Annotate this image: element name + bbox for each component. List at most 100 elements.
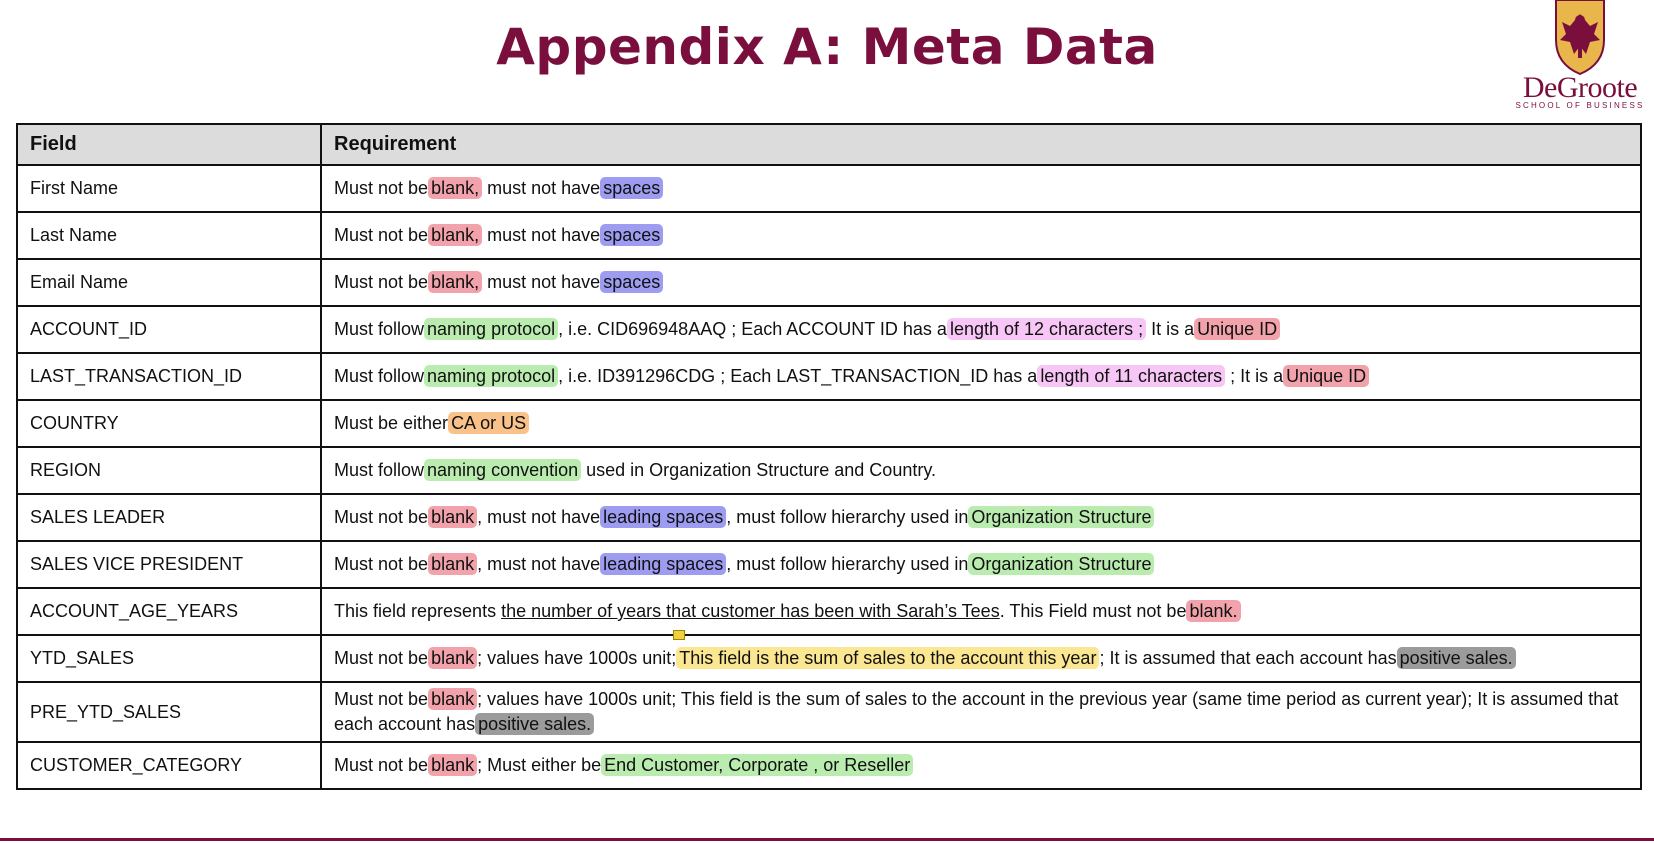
- highlight-blank: blank,: [428, 271, 483, 293]
- field-cell: SALES LEADER: [16, 493, 322, 542]
- highlight-blank: blank: [428, 647, 478, 669]
- highlight-unique-id: Unique ID: [1283, 365, 1370, 387]
- highlight-blank: blank: [428, 506, 478, 528]
- requirement-text: , i.e. ID391296CDG ; Each LAST_TRANSACTI…: [558, 366, 1038, 386]
- highlight-naming-protocol: naming protocol: [424, 318, 559, 340]
- field-cell: YTD_SALES: [16, 634, 322, 683]
- field-cell: CUSTOMER_CATEGORY: [16, 741, 322, 790]
- table-row: ACCOUNT_AGE_YEARS This field represents …: [16, 587, 1642, 636]
- field-cell: ACCOUNT_ID: [16, 305, 322, 354]
- page-title: Appendix A: Meta Data: [496, 18, 1158, 76]
- requirement-text: , must not have: [477, 507, 601, 527]
- requirement-text: Must not be: [334, 507, 429, 527]
- requirement-text: Must not be: [334, 648, 429, 668]
- highlight-blank: blank,: [428, 177, 483, 199]
- requirement-text: ; Must either be: [477, 755, 602, 775]
- highlight-org-structure: Organization Structure: [968, 506, 1155, 528]
- logo-name: DeGroote: [1522, 71, 1638, 104]
- requirement-text: Must be either: [334, 413, 449, 433]
- requirement-text: , must follow hierarchy used in: [726, 554, 969, 574]
- requirement-text: must not have: [482, 225, 601, 245]
- header-row: Field Requirement: [16, 123, 1642, 166]
- highlight-length: length of 12 characters ;: [946, 318, 1147, 340]
- degroote-logo: DeGroote SCHOOL OF BUSINESS: [1512, 0, 1648, 112]
- field-cell: LAST_TRANSACTION_ID: [16, 352, 322, 401]
- highlight-positive-sales: positive sales.: [1396, 647, 1516, 669]
- highlight-blank: blank.: [1186, 600, 1241, 622]
- requirement-text: used in Organization Structure and Count…: [581, 460, 936, 480]
- highlight-org-structure: Organization Structure: [968, 553, 1155, 575]
- logo-subtitle: SCHOOL OF BUSINESS: [1515, 101, 1645, 110]
- header-field: Field: [16, 123, 322, 166]
- requirement-text: must not have: [482, 272, 601, 292]
- requirement-text: ; It is a: [1225, 366, 1284, 386]
- highlight-blank: blank,: [428, 224, 483, 246]
- highlight-spaces: spaces: [600, 271, 664, 293]
- highlight-spaces: spaces: [600, 224, 664, 246]
- requirement-text: , i.e. CID696948AAQ ; Each ACCOUNT ID ha…: [558, 319, 947, 339]
- requirement-text: Must not be: [334, 178, 429, 198]
- highlight-country-values: CA or US: [448, 412, 530, 434]
- requirement-text: must not have: [482, 178, 601, 198]
- highlight-blank: blank: [428, 553, 478, 575]
- requirement-text: This field represents: [334, 601, 502, 621]
- highlight-unique-id: Unique ID: [1194, 318, 1281, 340]
- requirement-text: Must not be: [334, 689, 429, 709]
- requirement-text: Must follow: [334, 366, 425, 386]
- highlight-spaces: spaces: [600, 177, 664, 199]
- field-cell: Email Name: [16, 258, 322, 307]
- highlight-positive-sales: positive sales.: [475, 713, 595, 735]
- highlight-naming-convention: naming convention: [424, 459, 582, 481]
- field-cell: SALES VICE PRESIDENT: [16, 540, 322, 589]
- field-cell: First Name: [16, 164, 322, 213]
- requirement-text: ; values have 1000s unit;: [477, 648, 677, 668]
- field-cell: Last Name: [16, 211, 322, 260]
- highlight-customer-categories: End Customer, Corporate , or Reseller: [601, 754, 914, 776]
- highlight-leading-spaces: leading spaces: [600, 506, 727, 528]
- header-requirement: Requirement: [320, 123, 1642, 166]
- requirement-text: . This Field must not be: [999, 601, 1187, 621]
- highlight-leading-spaces: leading spaces: [600, 553, 727, 575]
- requirement-text: Must not be: [334, 755, 429, 775]
- requirement-text: It is a: [1146, 319, 1195, 339]
- requirement-text: ; values have 1000s unit; This field is …: [334, 689, 1619, 734]
- highlight-length: length of 11 characters: [1037, 365, 1226, 387]
- field-cell: COUNTRY: [16, 399, 322, 448]
- bottom-divider: [0, 838, 1654, 841]
- requirement-text: Must not be: [334, 272, 429, 292]
- crest-icon: [1555, 0, 1605, 76]
- highlight-sum-of-sales: This field is the sum of sales to the ac…: [676, 647, 1100, 669]
- requirement-text: ; It is assumed that each account has: [1099, 648, 1397, 668]
- requirement-text: , must not have: [477, 554, 601, 574]
- comment-icon[interactable]: [673, 630, 686, 640]
- field-cell: ACCOUNT_AGE_YEARS: [16, 587, 322, 636]
- highlight-blank: blank: [428, 754, 478, 776]
- field-cell: REGION: [16, 446, 322, 495]
- requirement-text: , must follow hierarchy used in: [726, 507, 969, 527]
- field-cell: PRE_YTD_SALES: [16, 681, 322, 743]
- requirement-cell: This field represents the number of year…: [320, 587, 1642, 636]
- metadata-table: Field Requirement First Name Must not be…: [16, 123, 1642, 790]
- requirement-text: Must follow: [334, 460, 425, 480]
- highlight-blank: blank: [428, 688, 478, 710]
